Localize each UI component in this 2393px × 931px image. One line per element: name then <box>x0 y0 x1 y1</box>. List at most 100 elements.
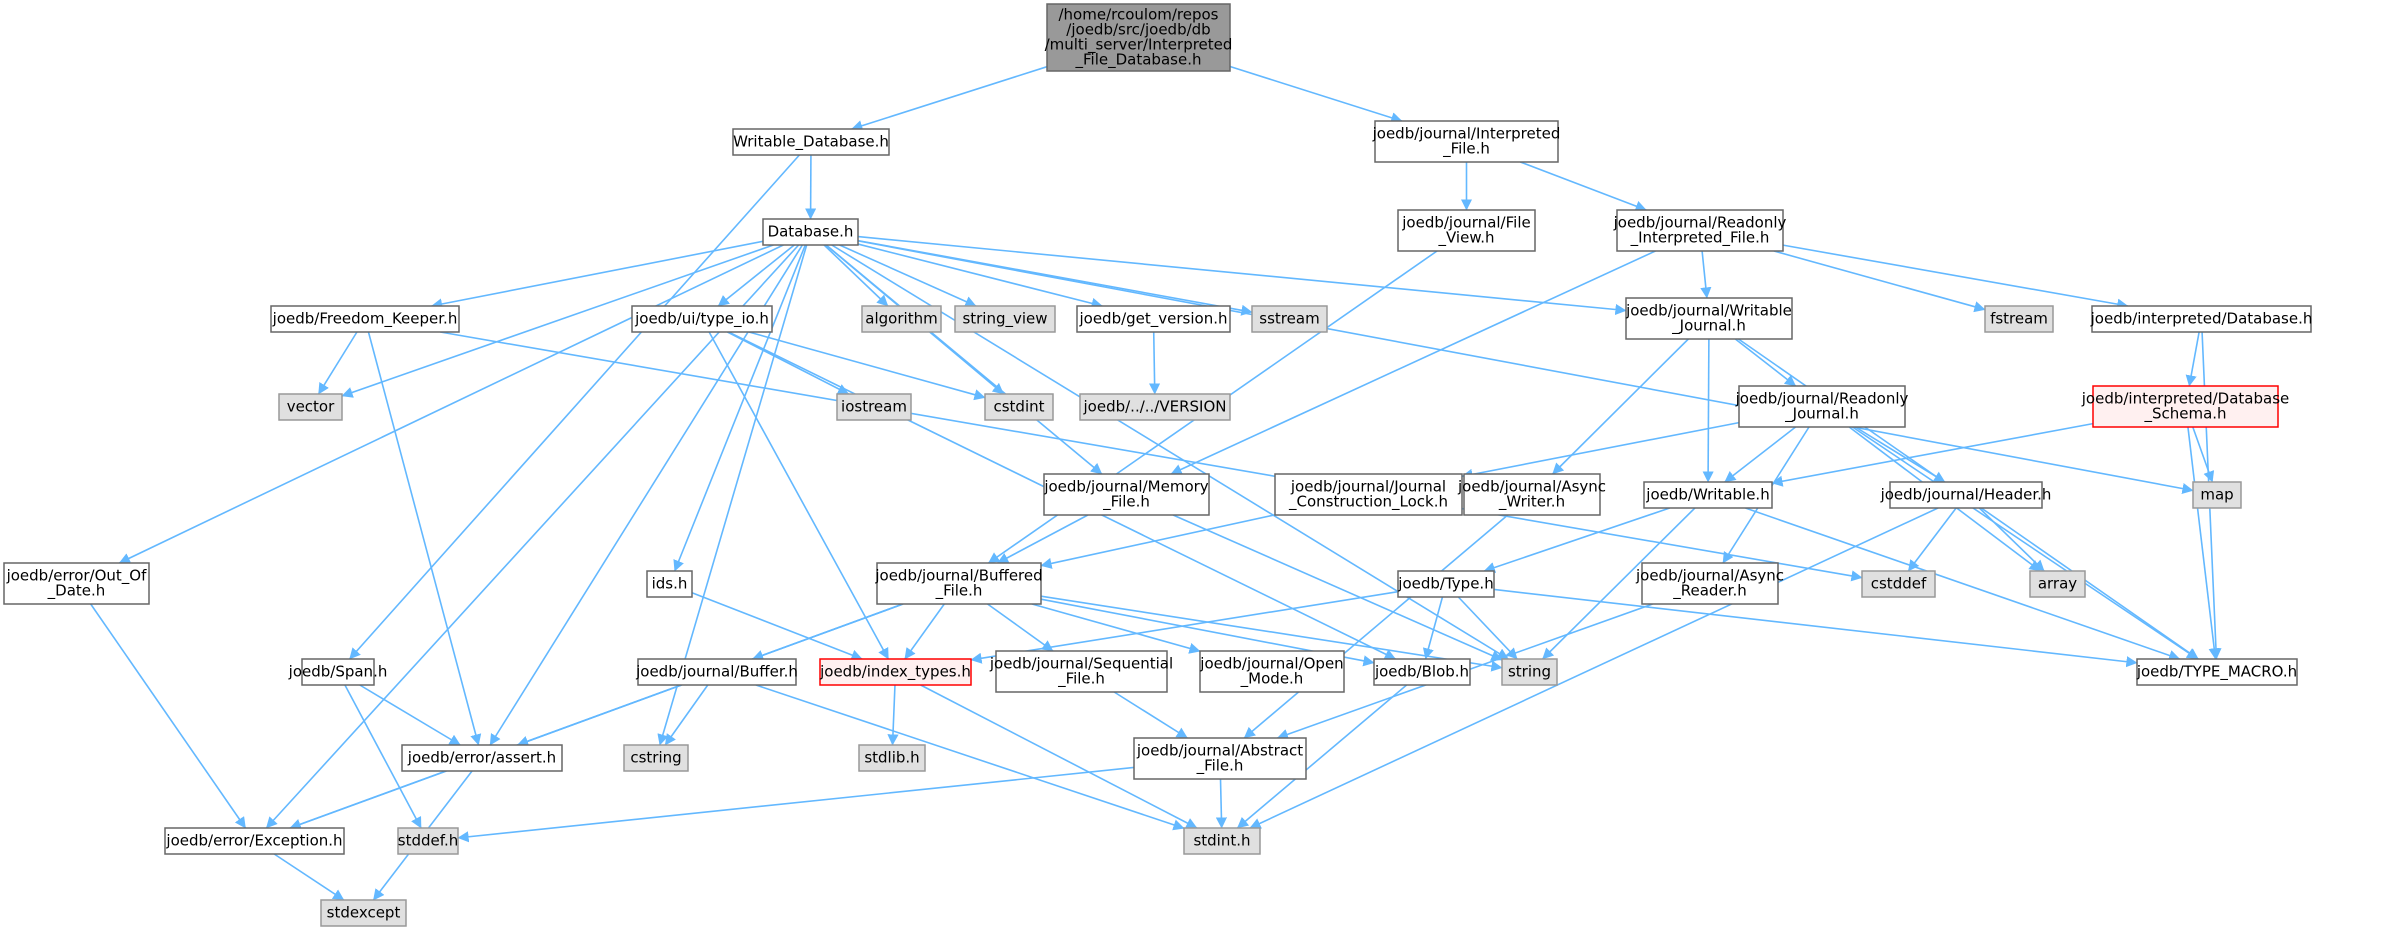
node-label: cstring <box>630 749 681 767</box>
node-label: joedb/error/Exception.h <box>165 832 342 850</box>
node-box <box>1079 393 1231 421</box>
edge-database-to-get-version <box>857 243 1103 309</box>
edge-out-of-date-to-exception <box>90 603 247 829</box>
edge-writable-to-type-macro <box>1745 507 2181 661</box>
node-file-view[interactable]: joedb/journal/File_View.h <box>1397 209 1536 252</box>
edge-readonly-journal-to-construction-lock <box>1461 421 1740 480</box>
node-box <box>732 128 890 156</box>
edge-exception-to-stdexcept <box>273 853 345 901</box>
node-buffered-file[interactable]: joedb/journal/Buffered_File.h <box>874 562 1043 605</box>
node-assert[interactable]: joedb/error/assert.h <box>401 744 563 772</box>
edge-span-to-stddef <box>344 684 422 829</box>
node-label: joedb/journal/Journal <box>1290 478 1446 496</box>
node-interpreted-file[interactable]: joedb/journal/Interpreted_File.h <box>1372 120 1561 163</box>
node-memory-file[interactable]: joedb/journal/Memory_File.h <box>1043 473 1210 516</box>
node-abstract-file[interactable]: joedb/journal/Abstract_File.h <box>1133 737 1307 780</box>
edge-buffered-file-to-sequential-file <box>987 603 1054 652</box>
edge-readonly-interpreted-file-to-fstream <box>1773 250 1986 313</box>
edge-readonly-interpreted-file-to-writable-journal <box>1700 250 1712 299</box>
node-box <box>1043 473 1210 516</box>
node-database-schema[interactable]: joedb/interpreted/Database_Schema.h <box>2081 385 2289 428</box>
node-box <box>1501 658 1558 686</box>
node-exception[interactable]: joedb/error/Exception.h <box>164 827 345 855</box>
node-type[interactable]: joedb/Type.h <box>1397 570 1495 598</box>
node-box <box>1397 209 1536 252</box>
node-root[interactable]: /home/rcoulom/repos/joedb/src/joedb/db/m… <box>1045 3 1233 72</box>
node-writable-journal[interactable]: joedb/journal/Writable_Journal.h <box>1625 297 1793 340</box>
node-type-macro[interactable]: joedb/TYPE_MACRO.h <box>2136 658 2298 686</box>
node-database[interactable]: Database.h <box>762 218 859 246</box>
node-box <box>320 899 407 927</box>
node-async-reader[interactable]: joedb/journal/Async_Reader.h <box>1635 562 1784 605</box>
edge-database-to-string-view <box>839 244 977 307</box>
node-readonly-interpreted-file[interactable]: joedb/journal/Readonly_Interpreted_File.… <box>1613 209 1787 252</box>
node-writable-database[interactable]: Writable_Database.h <box>732 128 890 156</box>
node-buffer[interactable]: joedb/journal/Buffer.h <box>635 658 798 686</box>
edge-database-to-out-of-date <box>118 244 784 564</box>
edge-type-io-to-iostream <box>727 331 850 395</box>
node-label: _Construction_Lock.h <box>1288 493 1448 512</box>
node-writable[interactable]: joedb/Writable.h <box>1643 481 1773 509</box>
node-construction-lock[interactable]: joedb/journal/Journal_Construction_Lock.… <box>1274 473 1463 516</box>
node-open-mode[interactable]: joedb/journal/Open_Mode.h <box>1199 650 1345 693</box>
node-box <box>3 562 150 605</box>
edge-type-io-to-cstdint <box>748 331 986 401</box>
node-label: _Journal.h <box>1784 405 1859 424</box>
node-label: joedb/Type.h <box>1397 575 1493 593</box>
edge-writable-database-to-span <box>349 154 800 660</box>
node-box <box>861 305 942 333</box>
edge-buffer-to-cstring <box>664 684 709 746</box>
node-label: _File.h <box>1057 670 1105 689</box>
node-ids[interactable]: ids.h <box>646 570 693 598</box>
node-get-version[interactable]: joedb/get_version.h <box>1076 305 1231 333</box>
node-label: joedb/journal/Memory <box>1043 478 1208 496</box>
node-out-of-date[interactable]: joedb/error/Out_Of_Date.h <box>3 562 150 605</box>
node-string: string <box>1501 658 1558 686</box>
edge-sequential-file-to-abstract-file <box>1113 691 1188 739</box>
node-freedom-keeper[interactable]: joedb/Freedom_Keeper.h <box>270 305 460 333</box>
node-sequential-file[interactable]: joedb/journal/Sequential_File.h <box>989 650 1173 693</box>
edge-database-to-type-io <box>717 244 795 307</box>
node-type-io[interactable]: joedb/ui/type_io.h <box>631 305 773 333</box>
edge-readonly-journal-to-header <box>1854 426 1946 483</box>
node-label: fstream <box>1990 310 2048 328</box>
node-label: _Interpreted_File.h <box>1630 229 1770 248</box>
edge-database-to-writable-journal <box>857 235 1627 316</box>
node-label: _Reader.h <box>1672 582 1746 601</box>
edge-writable-journal-to-writable <box>1702 338 1714 483</box>
node-blob[interactable]: joedb/Blob.h <box>1373 658 1471 686</box>
node-box <box>2192 481 2242 509</box>
node-label: string_view <box>962 310 1047 329</box>
node-box <box>1183 827 1261 855</box>
node-header[interactable]: joedb/journal/Header.h <box>1880 481 2052 509</box>
edge-database-to-string <box>831 244 1509 660</box>
node-box <box>1374 120 1559 163</box>
node-stdlib: stdlib.h <box>858 744 926 772</box>
node-label: string <box>1508 663 1551 681</box>
edge-freedom-keeper-to-vector <box>317 331 358 395</box>
edge-database-to-vector <box>341 244 774 398</box>
edge-readonly-journal-to-type-macro <box>1852 426 2199 660</box>
edge-database-to-exception <box>265 244 800 829</box>
edge-abstract-file-to-stdint <box>1215 778 1228 829</box>
node-fstream: fstream <box>1984 305 2054 333</box>
node-span[interactable]: joedb/Span.h <box>288 658 388 686</box>
node-label: _File.h <box>1102 493 1150 512</box>
node-label: joedb/journal/File <box>1401 214 1530 232</box>
node-label: joedb/journal/Header.h <box>1880 486 2052 504</box>
node-map: map <box>2192 481 2242 509</box>
node-box <box>1076 305 1231 333</box>
node-index-types[interactable]: joedb/index_types.h <box>819 658 972 686</box>
node-async-writer[interactable]: joedb/journal/Async_Writer.h <box>1457 473 1606 516</box>
node-box <box>1373 658 1471 686</box>
node-readonly-journal[interactable]: joedb/journal/Readonly_Journal.h <box>1735 385 1909 428</box>
edge-interpreted-database-to-database-schema <box>2185 331 2200 387</box>
node-label: joedb/interpreted/Database.h <box>2090 310 2313 328</box>
node-label: map <box>2200 486 2233 504</box>
edge-interpreted-file-to-readonly-interpreted-file <box>1519 161 1647 212</box>
node-interpreted-database[interactable]: joedb/interpreted/Database.h <box>2090 305 2313 333</box>
node-label: cstdint <box>993 398 1044 416</box>
edge-database-to-ids <box>673 244 807 572</box>
node-box <box>1625 297 1793 340</box>
